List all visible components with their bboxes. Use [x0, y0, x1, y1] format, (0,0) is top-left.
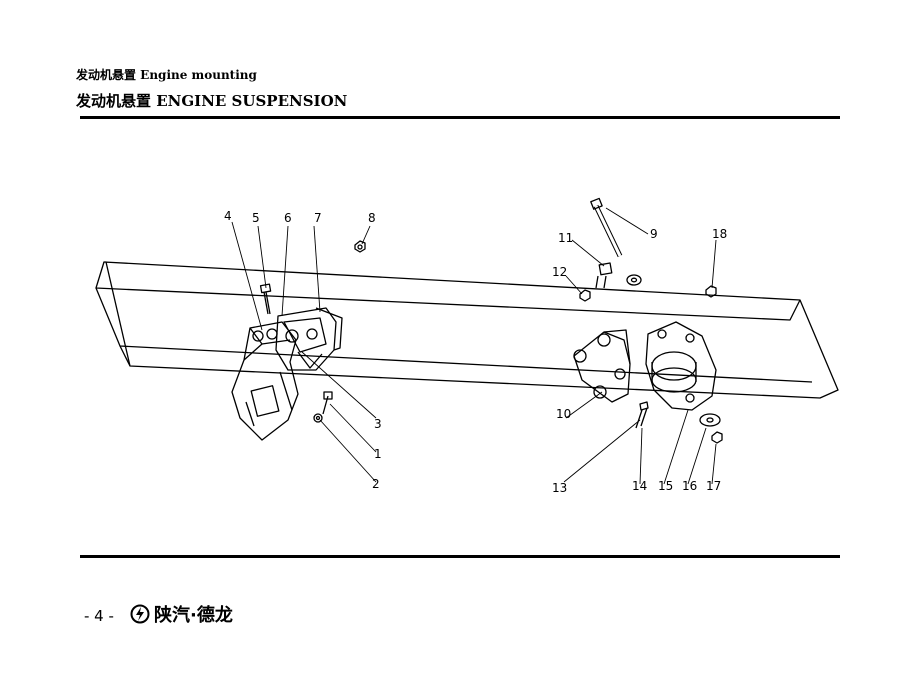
- callout-1: 1: [374, 447, 382, 461]
- section-subtitle: 发动机悬置 Engine mounting: [76, 68, 257, 82]
- callout-16: 16: [682, 479, 697, 493]
- header-divider: [80, 116, 840, 119]
- callout-2: 2: [372, 477, 380, 491]
- callout-7: 7: [314, 211, 322, 225]
- callout-labels: 4 5 6 7 8 9 11 12 18 3 1 2 10 13 14 15 1…: [224, 209, 727, 495]
- callout-9: 9: [650, 227, 658, 241]
- callout-10: 10: [556, 407, 571, 421]
- right-bracket-plate: [573, 329, 631, 403]
- callout-4: 4: [224, 209, 232, 223]
- footer-divider: [80, 555, 840, 558]
- left-engine-bracket: [231, 321, 299, 441]
- callout-8: 8: [368, 211, 376, 225]
- callout-11: 11: [558, 231, 573, 245]
- brand-name: 陕汽·德龙: [154, 605, 233, 626]
- page-number: - 4 -: [84, 607, 114, 625]
- callout-6: 6: [284, 211, 292, 225]
- leader-lines: [231, 207, 717, 485]
- callout-14: 14: [632, 479, 647, 493]
- callout-18: 18: [712, 227, 727, 241]
- right-bolts: [579, 197, 723, 444]
- callout-5: 5: [252, 211, 260, 225]
- callout-13: 13: [552, 481, 567, 495]
- left-bolts: [259, 240, 366, 423]
- callout-17: 17: [706, 479, 721, 493]
- callout-15: 15: [658, 479, 673, 493]
- right-rubber-mount: [645, 321, 717, 411]
- shacman-logo-icon: [130, 604, 150, 624]
- brand-mark: 陕汽·德龙: [130, 601, 233, 627]
- callout-12: 12: [552, 265, 567, 279]
- left-rubber-mount: [275, 307, 343, 371]
- page-title: 发动机悬置 ENGINE SUSPENSION: [76, 92, 348, 110]
- callout-3: 3: [374, 417, 382, 431]
